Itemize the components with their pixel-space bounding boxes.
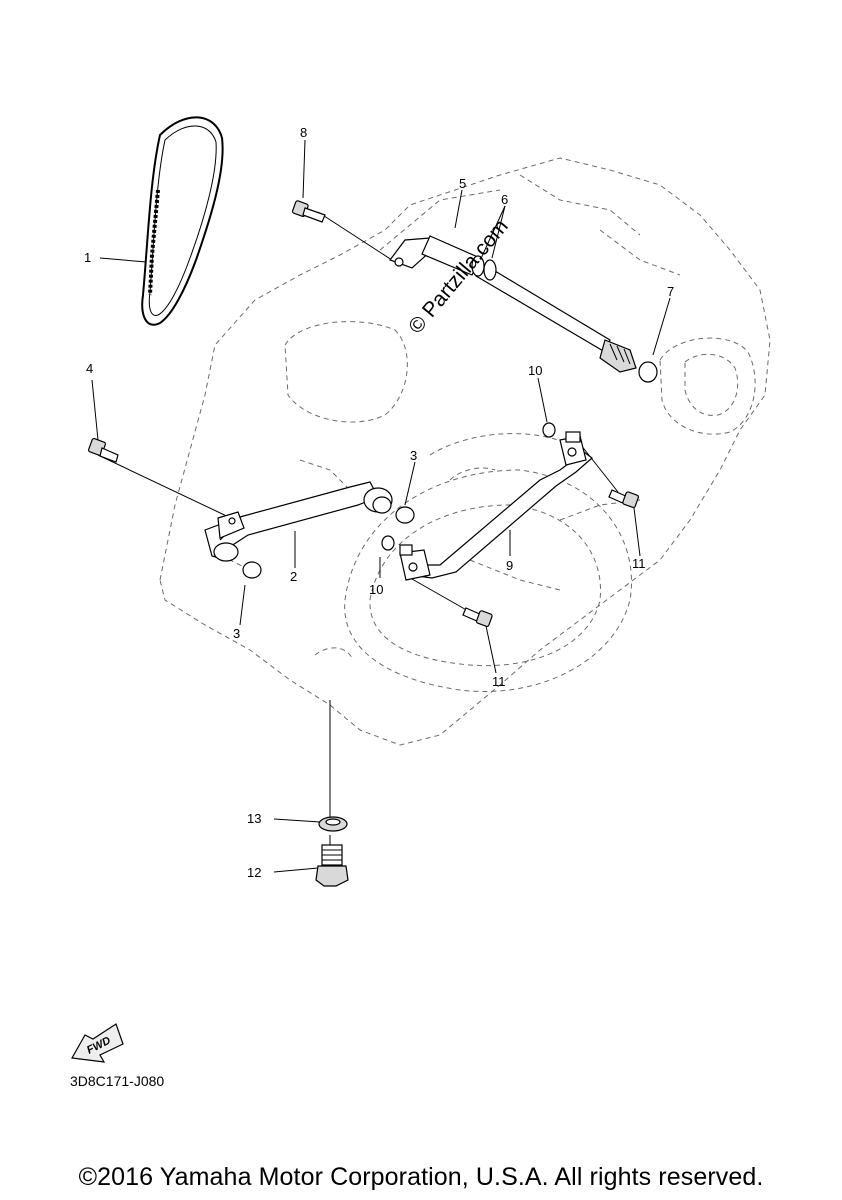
callout-5: 5 bbox=[459, 176, 466, 191]
fwd-arrow-icon: FWD bbox=[71, 1023, 124, 1063]
callout-11b: 11 bbox=[492, 674, 506, 689]
callout-7: 7 bbox=[667, 284, 674, 299]
gasket-part-13 bbox=[318, 816, 348, 832]
callout-3a: 3 bbox=[410, 448, 417, 463]
o-ring-part-3b bbox=[242, 561, 262, 579]
leader-lines bbox=[91, 139, 671, 873]
o-ring-part-10b bbox=[381, 535, 395, 551]
callout-11a: 11 bbox=[632, 556, 646, 571]
callout-6: 6 bbox=[501, 192, 508, 207]
callout-4: 4 bbox=[86, 361, 93, 376]
bolt-part-11a bbox=[608, 489, 640, 509]
cam-chain-part-1 bbox=[141, 116, 224, 326]
oil-pipe-part-2 bbox=[204, 481, 393, 562]
bolt-part-11b bbox=[462, 607, 493, 628]
callout-8: 8 bbox=[300, 125, 307, 140]
callout-10b: 10 bbox=[369, 582, 383, 597]
bolt-part-4 bbox=[87, 437, 119, 463]
bolt-part-8 bbox=[291, 200, 326, 223]
copyright-notice: ©2016 Yamaha Motor Corporation, U.S.A. A… bbox=[78, 1163, 764, 1191]
callout-9: 9 bbox=[506, 558, 513, 573]
diagram-code: 3D8C171-J080 bbox=[70, 1073, 165, 1089]
callout-10a: 10 bbox=[528, 363, 542, 378]
callout-12: 12 bbox=[247, 865, 261, 880]
callout-13: 13 bbox=[247, 811, 261, 826]
o-ring-part-3a bbox=[395, 506, 415, 524]
crankcase-outline bbox=[159, 157, 771, 746]
oil-pipe-part-9 bbox=[399, 431, 593, 581]
o-ring-part-6b bbox=[483, 259, 497, 281]
o-ring-part-7 bbox=[638, 361, 658, 383]
o-ring-part-10a bbox=[542, 422, 556, 438]
callout-labels: 1 2 3 3 4 5 6 7 8 9 10 10 11 11 12 13 bbox=[84, 125, 674, 880]
callout-1: 1 bbox=[84, 250, 91, 265]
drain-bolt-part-12 bbox=[315, 844, 349, 887]
callout-2: 2 bbox=[290, 569, 297, 584]
callout-3b: 3 bbox=[233, 626, 240, 641]
